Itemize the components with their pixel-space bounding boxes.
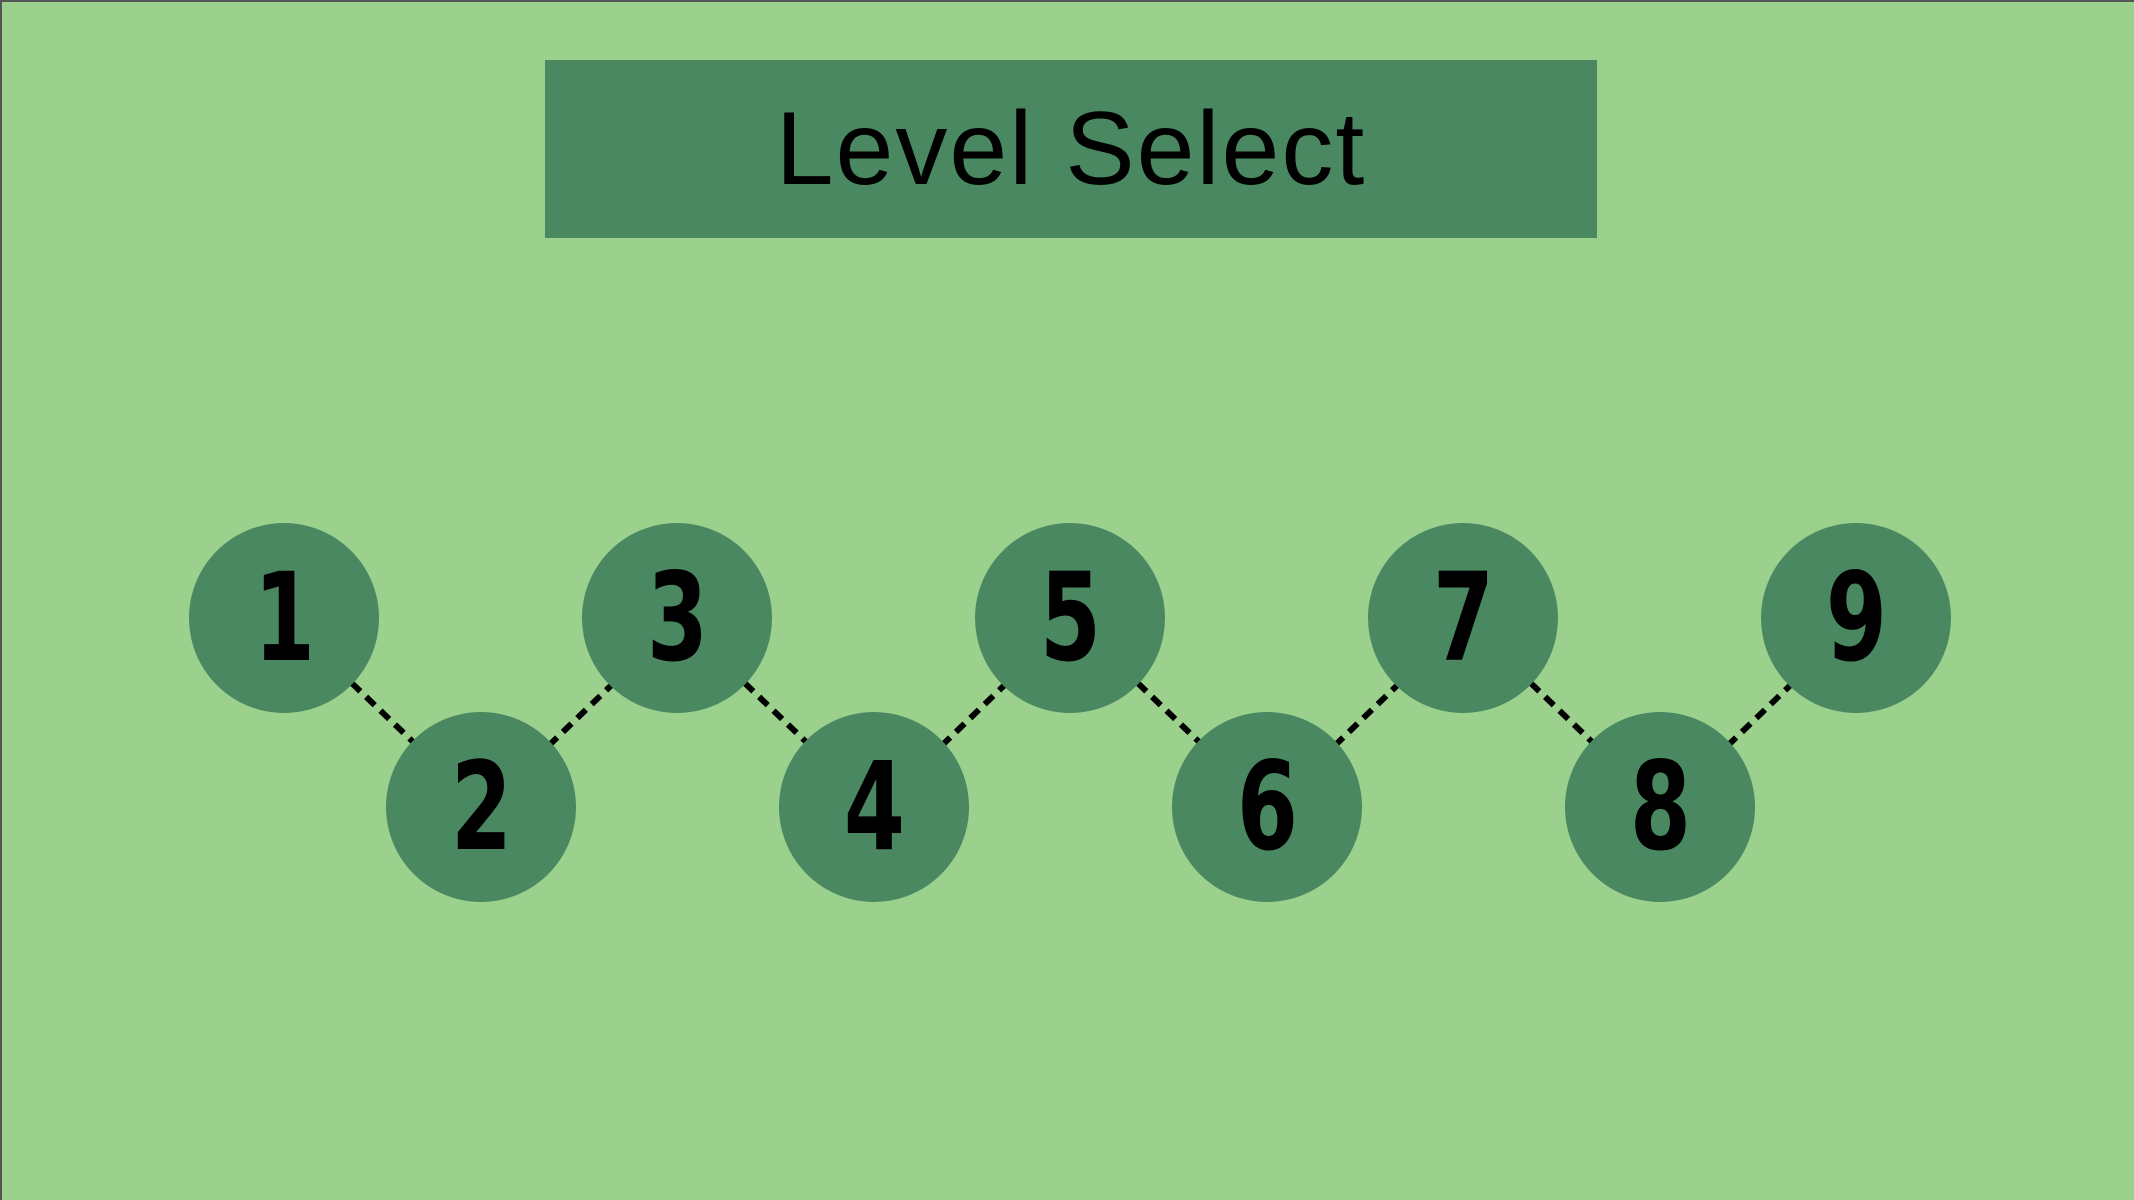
title-banner: Level Select xyxy=(545,60,1597,238)
level-5-number: 5 xyxy=(1039,547,1101,689)
level-2-number: 2 xyxy=(450,736,512,878)
path-connector-2-3 xyxy=(546,681,616,748)
level-7-number: 7 xyxy=(1432,547,1494,689)
level-3-number: 3 xyxy=(646,547,708,689)
level-7-button[interactable]: 7 xyxy=(1368,523,1558,713)
level-6-number: 6 xyxy=(1236,736,1298,878)
page-title: Level Select xyxy=(775,90,1367,207)
level-2-button[interactable]: 2 xyxy=(386,712,576,902)
path-connector-8-9 xyxy=(1725,681,1795,748)
path-connector-1-2 xyxy=(349,680,420,749)
level-4-number: 4 xyxy=(843,736,905,878)
path-connector-4-5 xyxy=(939,681,1009,748)
level-9-number: 9 xyxy=(1825,547,1887,689)
level-8-button[interactable]: 8 xyxy=(1565,712,1755,902)
level-5-button[interactable]: 5 xyxy=(975,523,1165,713)
level-8-number: 8 xyxy=(1629,736,1691,878)
path-connector-5-6 xyxy=(1135,680,1206,749)
path-connector-6-7 xyxy=(1332,681,1402,748)
level-1-number: 1 xyxy=(253,547,315,689)
level-9-button[interactable]: 9 xyxy=(1761,523,1951,713)
level-1-button[interactable]: 1 xyxy=(189,523,379,713)
path-connector-7-8 xyxy=(1528,680,1599,749)
path-connector-3-4 xyxy=(742,680,813,749)
level-6-button[interactable]: 6 xyxy=(1172,712,1362,902)
level-3-button[interactable]: 3 xyxy=(582,523,772,713)
level-4-button[interactable]: 4 xyxy=(779,712,969,902)
